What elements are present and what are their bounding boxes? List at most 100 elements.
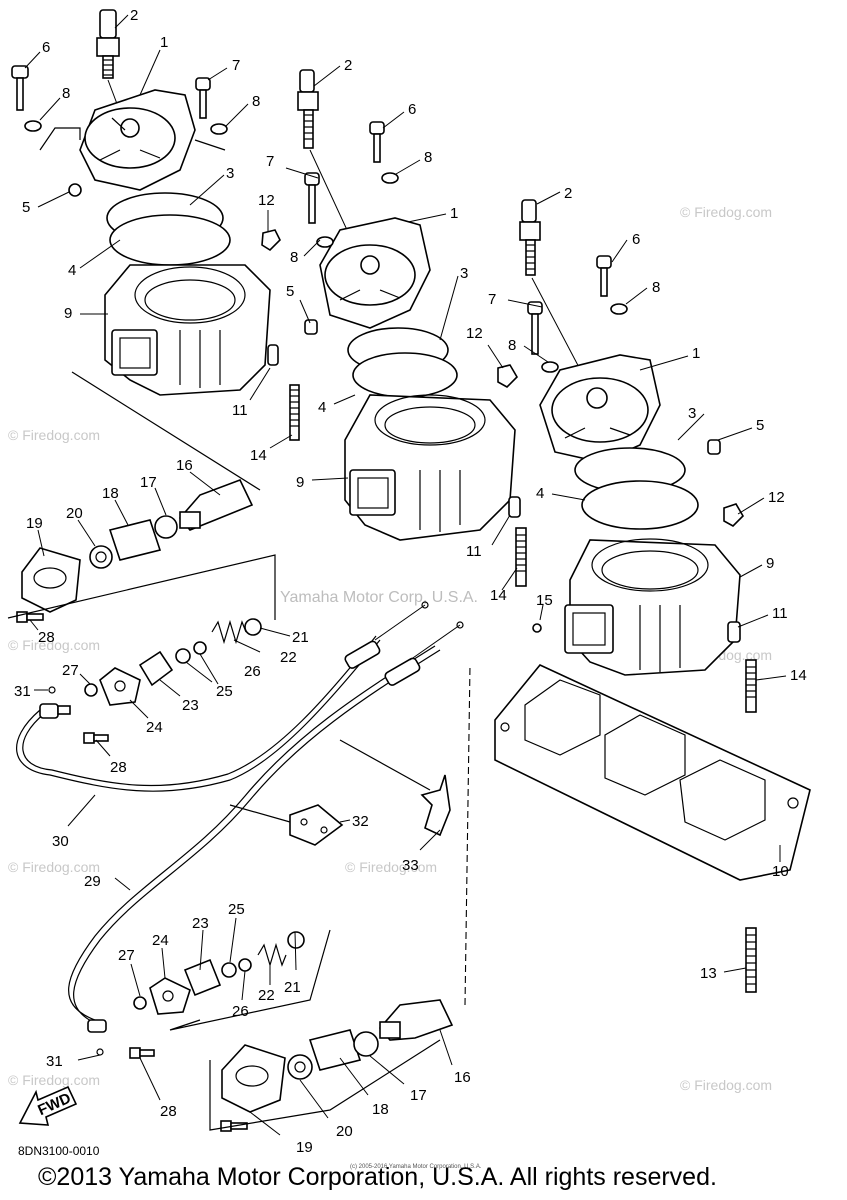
callout-3: 3	[460, 265, 468, 282]
callout-2: 2	[344, 57, 352, 74]
callout-17: 17	[140, 474, 157, 491]
callout-6: 6	[632, 231, 640, 248]
gasket-23a	[138, 650, 174, 687]
washer-26b	[238, 958, 252, 972]
stud-14a	[289, 384, 300, 441]
watermark-yamaha: Yamaha Motor Corp, U.S.A.	[280, 589, 478, 606]
o-ring-1b	[109, 214, 231, 266]
callout-20: 20	[66, 505, 83, 522]
watermark-firedog: © Firedog.com	[8, 637, 100, 653]
bolt-28c	[129, 1047, 155, 1059]
bolt-28a	[16, 611, 44, 623]
callout-16: 16	[176, 457, 193, 474]
spark-plug-2	[297, 69, 319, 149]
callout-21: 21	[292, 629, 309, 646]
watermark-firedog: © Firedog.com	[8, 1072, 100, 1088]
callout-12: 12	[768, 489, 785, 506]
dowel-pin-5b	[304, 319, 318, 335]
callout-27: 27	[118, 947, 135, 964]
callout-7: 7	[266, 153, 274, 170]
bolt-6a	[11, 65, 29, 111]
callout-12: 12	[466, 325, 483, 342]
clip-31b	[96, 1048, 104, 1056]
callout-3: 3	[688, 405, 696, 422]
callout-24: 24	[152, 932, 169, 949]
washer-8b	[210, 123, 228, 135]
callout-1: 1	[160, 34, 168, 51]
watermark-firedog: © Firedog.com	[680, 204, 772, 220]
fwd-arrow-icon: FWD	[18, 1085, 78, 1126]
callout-19: 19	[26, 515, 43, 532]
callout-2: 2	[130, 7, 138, 24]
washer-27a	[84, 683, 98, 697]
cable-end-30	[39, 703, 71, 719]
callout-8: 8	[652, 279, 660, 296]
callout-2: 2	[564, 185, 572, 202]
cable-29	[73, 649, 441, 1026]
callout-22: 22	[280, 649, 297, 666]
callout-33: 33	[402, 857, 419, 874]
callout-6: 6	[42, 39, 50, 56]
bolt-7a	[195, 77, 211, 119]
nut-21a	[244, 618, 262, 636]
washer-25b	[221, 962, 237, 978]
callout-30: 30	[52, 833, 69, 850]
dowel-pin-5a	[68, 183, 82, 197]
seal-17b	[353, 1031, 379, 1057]
spark-plug-3	[519, 199, 541, 276]
callout-9: 9	[296, 474, 304, 491]
callout-8: 8	[508, 337, 516, 354]
washer-8a	[24, 120, 42, 132]
washer-8e	[610, 303, 628, 315]
callout-15: 15	[536, 592, 553, 609]
watermark-firedog: © Firedog.com	[8, 427, 100, 443]
spring-22b	[257, 942, 287, 968]
washer-8d	[316, 236, 334, 248]
stud-13	[745, 927, 757, 993]
clip-31a	[48, 686, 56, 694]
fine-print: (c) 2005-2016 Yamaha Motor Corporation, …	[350, 1164, 482, 1170]
callout-26: 26	[244, 663, 261, 680]
callout-11: 11	[232, 402, 248, 419]
callout-5: 5	[22, 199, 30, 216]
washer-8f	[541, 361, 559, 373]
callout-5: 5	[286, 283, 294, 300]
callout-22: 22	[258, 987, 275, 1004]
washer-26a	[193, 641, 207, 655]
callout-23: 23	[192, 915, 209, 932]
nut-12c	[723, 503, 745, 527]
callout-8: 8	[424, 149, 432, 166]
callout-13: 13	[700, 965, 717, 982]
callout-8: 8	[252, 93, 260, 110]
cable-30	[16, 639, 381, 792]
o-ring-3b	[581, 480, 699, 530]
callout-8: 8	[62, 85, 70, 102]
callout-19: 19	[296, 1139, 313, 1156]
valve-16a	[178, 478, 254, 531]
callout-12: 12	[258, 192, 275, 209]
callout-14: 14	[790, 667, 807, 684]
callout-31: 31	[14, 683, 31, 700]
bolt-6b	[369, 121, 385, 163]
callout-8: 8	[290, 249, 298, 266]
callout-10: 10	[772, 863, 789, 880]
cylinder-gasket	[494, 664, 811, 881]
callout-23: 23	[182, 697, 199, 714]
dowel-11c	[727, 621, 741, 643]
nut-12b	[497, 364, 519, 388]
fwd-label: FWD	[35, 1090, 73, 1119]
callout-9: 9	[64, 305, 72, 322]
bolt-28b	[83, 732, 109, 744]
callout-25: 25	[228, 901, 245, 918]
bearing-20a	[89, 545, 113, 569]
callout-3: 3	[226, 165, 234, 182]
washer-8c	[381, 172, 399, 184]
spring-22a	[211, 619, 247, 645]
bolt-6c	[596, 255, 612, 297]
callout-1: 1	[692, 345, 700, 362]
callout-7: 7	[232, 57, 240, 74]
gasket-23b	[183, 958, 222, 997]
gasket-18b	[308, 1029, 362, 1071]
